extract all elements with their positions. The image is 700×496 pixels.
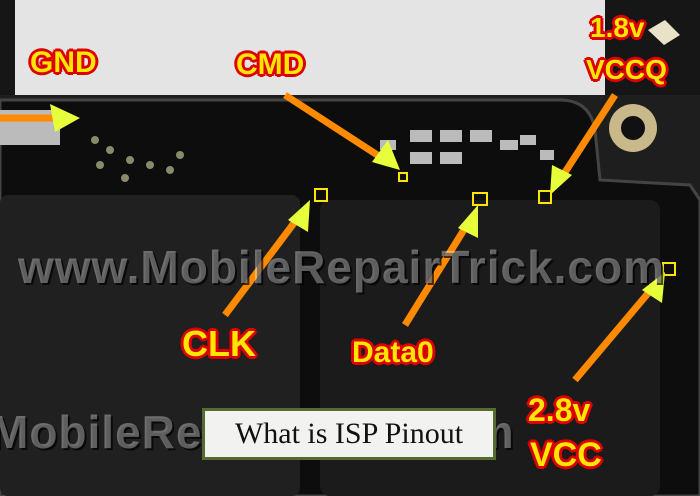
label-clk: CLK	[182, 323, 256, 364]
cmd-pad-marker	[398, 172, 408, 182]
clk-pad-marker	[314, 188, 328, 202]
data0-pad-marker	[472, 192, 488, 206]
label-vcc-voltage: 2.8v	[528, 392, 591, 428]
caption-text: What is ISP Pinout	[234, 417, 464, 450]
label-gnd: GND	[30, 46, 97, 79]
watermark-main: www.MobileRepairTrick.com	[18, 241, 666, 293]
vcc-pad-marker	[662, 262, 676, 276]
caption-box: What is ISP Pinout	[202, 408, 496, 460]
label-vccq-voltage: 1.8v	[590, 12, 645, 43]
arrows	[0, 92, 658, 383]
label-data0: Data0	[352, 336, 434, 369]
label-vccq: VCCQ	[586, 54, 667, 85]
label-vcc: VCC	[530, 436, 602, 474]
vccq-pad-marker	[538, 190, 552, 204]
label-cmd: CMD	[236, 48, 305, 81]
